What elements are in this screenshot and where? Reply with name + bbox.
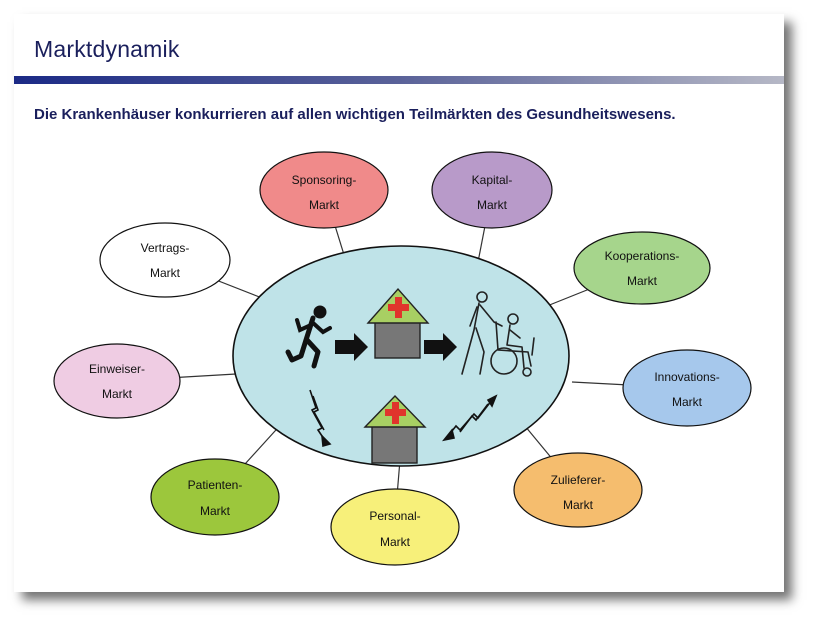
wheelchair-patient-icon [461,291,535,377]
market-ellipse [573,231,711,305]
running-person-icon [285,305,332,369]
page-title: Marktdynamik [34,36,180,62]
market-node-sponsoring: Sponsoring- Markt [259,151,389,229]
market-label-line2: Markt [563,498,594,512]
market-label-line2: Markt [672,395,703,409]
market-ellipse [150,458,280,536]
market-node-einweiser: Einweiser- Markt [53,343,181,419]
market-label-line1: Kooperations- [605,249,680,263]
market-ellipse [330,488,460,566]
market-label-line2: Markt [309,198,340,212]
market-label-line1: Vertrags- [141,241,190,255]
market-label-line1: Innovations- [654,370,719,384]
market-label-line2: Markt [200,504,231,518]
market-node-kapital: Kapital- Markt [431,151,553,229]
market-ellipse [622,349,752,427]
lightning-bolt-icon [309,389,332,448]
market-ellipse [53,343,181,419]
market-ellipse [431,151,553,229]
hospital-icon [363,394,427,464]
market-label-line1: Kapital- [472,173,513,187]
market-label-line2: Markt [477,198,508,212]
market-node-zulieferer: Zulieferer- Markt [513,452,643,528]
market-ellipse [259,151,389,229]
market-node-patienten: Patienten- Markt [150,458,280,536]
market-ellipse [99,222,231,298]
market-label-line2: Markt [627,274,658,288]
market-label-line1: Patienten- [188,478,243,492]
market-node-kooperations: Kooperations- Markt [573,231,711,305]
lightning-bolt-icon [442,394,498,442]
market-label-line2: Markt [150,266,181,280]
market-node-personal: Personal- Markt [330,488,460,566]
hospital-icon [366,287,430,359]
market-ellipse [513,452,643,528]
market-node-innovations: Innovations- Markt [622,349,752,427]
market-label-line2: Markt [102,387,133,401]
market-label-line2: Markt [380,535,411,549]
market-node-vertrags: Vertrags- Markt [99,222,231,298]
arrow-right-icon [335,333,368,361]
title-underline-bar [14,76,784,84]
market-label-line1: Personal- [369,509,420,523]
market-label-line1: Sponsoring- [292,173,357,187]
slide-subtitle: Die Krankenhäuser konkurrieren auf allen… [34,106,676,123]
arrow-right-icon [424,333,457,361]
market-label-line1: Zulieferer- [551,473,606,487]
market-label-line1: Einweiser- [89,362,145,376]
